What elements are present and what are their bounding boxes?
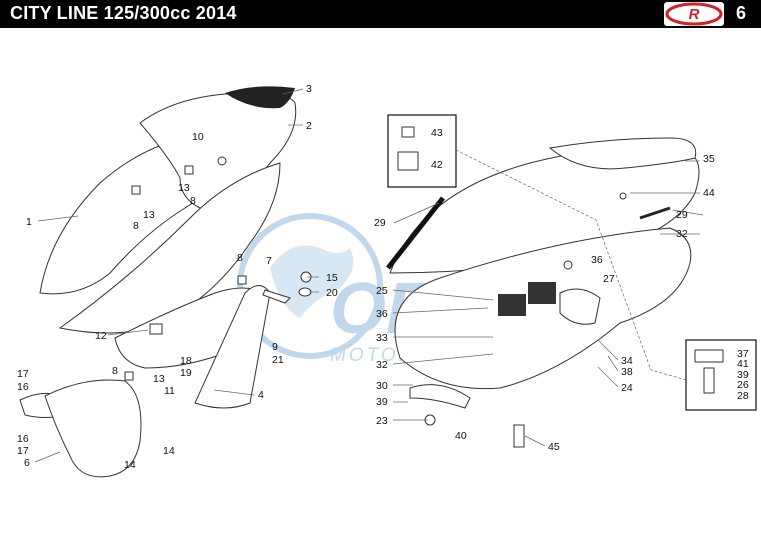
callout-30: 30: [376, 380, 388, 392]
part-30-hinge: [409, 384, 471, 409]
callout-32a: 32: [676, 228, 688, 240]
callout-15: 15: [326, 272, 338, 284]
part-8-clip-c: [237, 275, 247, 285]
callout-labels: 1 2 3 4 6 7 8 8 8 8 9 10 11 12 13 13 13 …: [17, 83, 749, 471]
callout-37: 37: [737, 348, 749, 360]
part-42-lock-icon: [397, 151, 419, 171]
callout-36a: 36: [376, 308, 388, 320]
watermark-continent-shape: [270, 245, 354, 318]
watermark-globe-icon: [237, 213, 383, 359]
callout-38: 38: [621, 366, 633, 378]
callout-12: 12: [95, 330, 107, 342]
callout-16b: 16: [17, 433, 29, 445]
callout-6: 6: [24, 457, 30, 469]
part-44-screw: [619, 192, 627, 200]
callout-44: 44: [703, 187, 715, 199]
seat-assembly: [386, 137, 700, 448]
part-8-clip-a: [184, 165, 194, 175]
callout-17b: 17: [17, 445, 29, 457]
inset-box-light: [685, 339, 757, 411]
brand-logo-letter: R: [689, 6, 700, 23]
callout-3: 3: [306, 83, 312, 95]
part-6-rear-fender: [44, 379, 142, 478]
part-33-latch-right: [528, 282, 556, 304]
callout-8d: 8: [112, 365, 118, 377]
callout-1: 1: [26, 216, 32, 228]
part-8-clip-d: [124, 371, 134, 381]
callout-21: 21: [272, 354, 284, 366]
part-38-light-lens: [559, 288, 601, 325]
callout-11: 11: [164, 385, 175, 397]
callout-13c: 13: [153, 373, 165, 385]
part-8-clip-b: [131, 185, 141, 195]
callout-26: 26: [737, 379, 749, 391]
part-28-bulb-icon: [703, 367, 715, 394]
callout-29a: 29: [374, 217, 386, 229]
callout-9: 9: [272, 341, 278, 353]
callout-28: 28: [737, 390, 749, 402]
callout-41: 41: [737, 358, 749, 370]
brand-logo: R: [664, 2, 724, 26]
callout-8c: 8: [237, 252, 243, 264]
callout-4: 4: [258, 389, 264, 401]
callout-29b: 29: [676, 209, 688, 221]
callout-13b: 13: [143, 209, 155, 221]
part-7-bracket: [262, 289, 291, 304]
callout-40: 40: [455, 430, 467, 442]
part-29-seal-strip: [386, 196, 445, 270]
brand-logo-icon: R: [665, 2, 723, 26]
rear-body-panels: [19, 86, 312, 478]
callout-17a: 17: [17, 368, 29, 380]
callout-14b: 14: [124, 459, 136, 471]
callout-35: 35: [703, 153, 715, 165]
part-33-latch-left: [498, 294, 526, 316]
inset-box-lock: [387, 114, 457, 188]
callout-10: 10: [192, 131, 204, 143]
callout-27: 27: [603, 273, 615, 285]
callout-25: 25: [376, 285, 388, 297]
callout-7: 7: [266, 255, 272, 267]
callout-2: 2: [306, 120, 312, 132]
header-bar: CITY LINE 125/300cc 2014 R 6: [0, 0, 761, 28]
callout-32b: 32: [376, 359, 388, 371]
exploded-parts-diagram: OEM MOTORPARTS: [17, 83, 757, 478]
callout-8a: 8: [190, 195, 196, 207]
callout-39a: 39: [376, 396, 388, 408]
part-36-bumper: [563, 260, 573, 270]
callout-45: 45: [548, 441, 560, 453]
inset-leader-dashed: [455, 149, 687, 381]
callout-23: 23: [376, 415, 388, 427]
part-35-seat-rear: [548, 137, 697, 170]
part-29-seal-strip-rear: [639, 206, 671, 220]
part-43-key-icon: [401, 126, 415, 138]
part-24-storage-bucket: [394, 227, 692, 390]
page-number: 6: [736, 3, 747, 23]
callout-18: 18: [180, 355, 192, 367]
callout-33: 33: [376, 332, 388, 344]
inset-box-lock-frame: [387, 114, 457, 188]
part-12-clip: [149, 323, 163, 335]
page-title: CITY LINE 125/300cc 2014: [10, 3, 237, 23]
callout-36b: 36: [591, 254, 603, 266]
callout-42: 42: [431, 159, 443, 171]
callout-13a: 13: [178, 182, 190, 194]
leader-lines: [34, 88, 704, 463]
callout-14a: 14: [163, 445, 175, 457]
callout-20: 20: [326, 287, 338, 299]
callout-43: 43: [431, 127, 443, 139]
part-10-screw: [217, 156, 227, 166]
part-45-label: [513, 424, 525, 448]
part-37-housing-icon: [694, 349, 724, 363]
part-3-grab-handle: [225, 86, 295, 109]
callout-8b: 8: [133, 220, 139, 232]
callout-24: 24: [621, 382, 633, 394]
callout-39b: 39: [737, 369, 749, 381]
callout-16a: 16: [17, 381, 29, 393]
callout-19: 19: [180, 367, 192, 379]
callout-34: 34: [621, 355, 633, 367]
